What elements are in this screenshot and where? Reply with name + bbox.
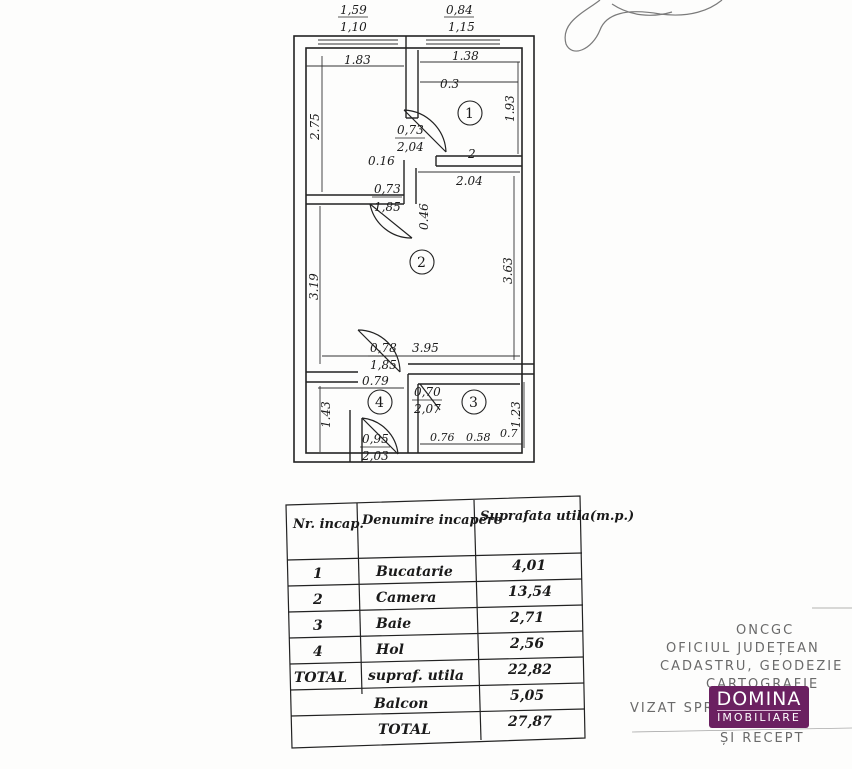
total-util-label: TOTAL (294, 670, 347, 686)
outer-walls (293, 35, 535, 463)
dim-wall-016: 0.16 (368, 154, 395, 168)
table-header-area: Suprafata utila(m.p.) (480, 509, 634, 524)
domina-imobiliare-logo: DOMINA IMOBILIARE (709, 686, 809, 728)
door1-height: 2,04 (396, 140, 424, 154)
dim-bath-058: 0.58 (466, 431, 491, 444)
room-2-marker (409, 249, 435, 275)
dim-top1-over: 1,59 (340, 3, 367, 17)
dim-room-right: 3.63 (501, 257, 515, 284)
total-util-name: supraf. utila (368, 668, 464, 684)
dim-room-left: 3.19 (307, 273, 321, 300)
dim-bath-076: 0.76 (430, 431, 455, 444)
dimension-lines (306, 56, 525, 452)
total-util-area: 22,82 (507, 662, 552, 678)
row3-area: 2,71 (509, 610, 544, 626)
dim-bath-right: 1.23 (509, 401, 523, 428)
row3-name: Baie (375, 616, 411, 632)
dimension-labels: 1,59 1,10 0,84 1,15 1.83 1.38 2.75 0.3 1… (307, 3, 523, 463)
room-2-number: 2 (417, 255, 426, 271)
dim-kitchen-right: 1.93 (503, 95, 517, 122)
row1-area: 4,01 (512, 558, 546, 574)
dim-bath-07: 0.7 (500, 427, 518, 440)
door3-height: 1,85 (370, 358, 397, 372)
row4-nr: 4 (313, 644, 323, 660)
row2-area: 13,54 (508, 584, 552, 600)
area-table (285, 495, 586, 749)
dim-kitchen-bottom: 2 (467, 147, 476, 161)
dim-bath-top-width: 1.38 (452, 49, 479, 63)
entry-door-width: 0,95 (362, 432, 389, 446)
signature-scribble (564, 0, 723, 52)
door1-width: 0,73 (397, 123, 424, 137)
door2-height: 1,85 (374, 200, 401, 214)
door-swings (357, 109, 447, 455)
room-4-marker (367, 389, 393, 415)
room-1-number: 1 (465, 106, 474, 122)
door3-width: 0,78 (370, 341, 397, 355)
stamp-line-1: ONCGC (736, 623, 794, 638)
stamp-line-2: OFICIUL JUDEȚEAN (666, 641, 820, 656)
room-3-number: 3 (469, 395, 478, 411)
row2-nr: 2 (312, 592, 323, 608)
room-numbers (367, 100, 487, 415)
row3-nr: 3 (313, 618, 323, 634)
room-1-marker (457, 100, 483, 126)
dim-hall-079: 0.79 (362, 374, 389, 388)
balcon-area: 5,05 (510, 688, 544, 704)
dim-hall-left: 1.43 (319, 401, 333, 428)
table-header-nr: Nr. incap. (292, 517, 364, 532)
stamp-line-6: ȘI RECEPT (720, 731, 805, 746)
dim-room-bottom: 3.95 (412, 341, 439, 355)
row4-name: Hol (375, 642, 404, 658)
dim-kitchen-height: 2.75 (308, 113, 322, 141)
dim-wall-046: 0.46 (417, 203, 431, 230)
dim-top2-over: 0,84 (446, 3, 473, 17)
room-3-marker (461, 389, 487, 415)
dim-kitchen-width: 1.83 (344, 53, 371, 67)
dim-room-top-right: 2.04 (455, 174, 483, 188)
row1-name: Bucatarie (375, 564, 453, 580)
door4-width: 0,70 (414, 385, 441, 399)
row2-name: Camera (376, 590, 436, 606)
dim-top2-under: 1,15 (448, 20, 475, 34)
dim-top1-under: 1,10 (340, 20, 367, 34)
row4-area: 2,56 (509, 636, 544, 652)
room-4-number: 4 (375, 395, 384, 411)
dim-kitchen-inner: 0.3 (440, 77, 459, 91)
logo-line-2: IMOBILIARE (717, 710, 801, 724)
grand-total-name: TOTAL (378, 722, 431, 738)
row1-nr: 1 (313, 566, 323, 582)
balcon-name: Balcon (373, 696, 428, 712)
stamp-line-3: CADASTRU, GEODEZIE (660, 659, 843, 674)
entry-door-height: 2,03 (361, 449, 389, 463)
window-marks (318, 39, 500, 45)
door4-height: 2,07 (413, 402, 441, 416)
table-header-name: Denumire incapere (361, 513, 502, 528)
door2-width: 0,73 (374, 182, 401, 196)
grand-total-area: 27,87 (507, 714, 552, 730)
logo-line-1: DOMINA (716, 688, 802, 710)
